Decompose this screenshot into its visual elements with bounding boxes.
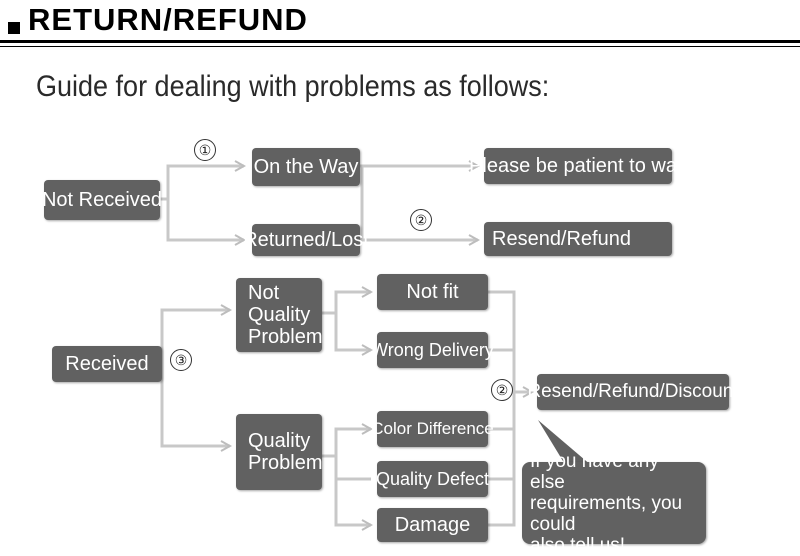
node-please-wait: Please be patient to wait (469, 148, 687, 184)
node-not-quality-problem: Not Quality Problem (236, 278, 322, 352)
guide-subtitle: Guide for dealing with problems as follo… (36, 70, 550, 103)
node-on-the-way: On the Way (252, 148, 360, 186)
connector-not-received-on-the-way (160, 166, 244, 201)
node-color-difference: Color Difference (371, 411, 494, 447)
connector-quality-damage (334, 479, 371, 525)
node-returned-lost: Returned/Lost (243, 224, 369, 256)
connector-collector (488, 290, 516, 527)
connector-not-received-returned-lost (166, 199, 244, 240)
header-bullet-icon (8, 22, 20, 34)
step-two-marker-top: ② (410, 209, 432, 231)
header-rule-thick (0, 40, 800, 43)
node-resend-refund: Resend/Refund (484, 222, 672, 256)
node-not-quality-line-1: Not (248, 282, 280, 304)
node-not-quality-line-3: Problem (248, 326, 323, 348)
node-not-received: Not Received (42, 180, 162, 220)
connector-received-not-quality (160, 310, 230, 364)
connector-not-quality-not-fit (322, 292, 371, 315)
callout-line-1: If you have any else (530, 450, 659, 493)
connector-quality-color (322, 429, 371, 458)
step-three-marker: ③ (170, 349, 192, 371)
node-quality-defect: Quality Defect (376, 461, 489, 497)
node-wrong-delivery: Wrong Delivery (371, 332, 494, 368)
node-not-quality-line-2: Quality (248, 304, 311, 326)
node-quality-problem: Quality Problem (236, 414, 322, 490)
header-rule-thin (0, 46, 800, 47)
step-one-marker: ① (194, 139, 216, 161)
node-quality-line-2: Problem (248, 452, 323, 474)
callout-note: If you have any else requirements, you c… (522, 451, 706, 556)
node-resend-refund-discount: Resend/Refund/Discount (527, 374, 739, 410)
connector-not-quality-wrong (334, 313, 371, 350)
node-damage: Damage (377, 508, 488, 542)
step-two-marker-bottom: ② (491, 379, 513, 401)
connector-received-quality (160, 364, 230, 446)
callout-line-2: requirements, you could (530, 492, 683, 535)
callout-line-3: also tell us! (530, 534, 626, 556)
page-title: RETURN/REFUND (28, 2, 308, 37)
node-not-fit: Not fit (377, 274, 488, 310)
node-quality-line-1: Quality (248, 430, 311, 452)
callout-tail (538, 420, 592, 466)
connector-quality-defect (334, 456, 371, 481)
node-received: Received (52, 346, 162, 382)
